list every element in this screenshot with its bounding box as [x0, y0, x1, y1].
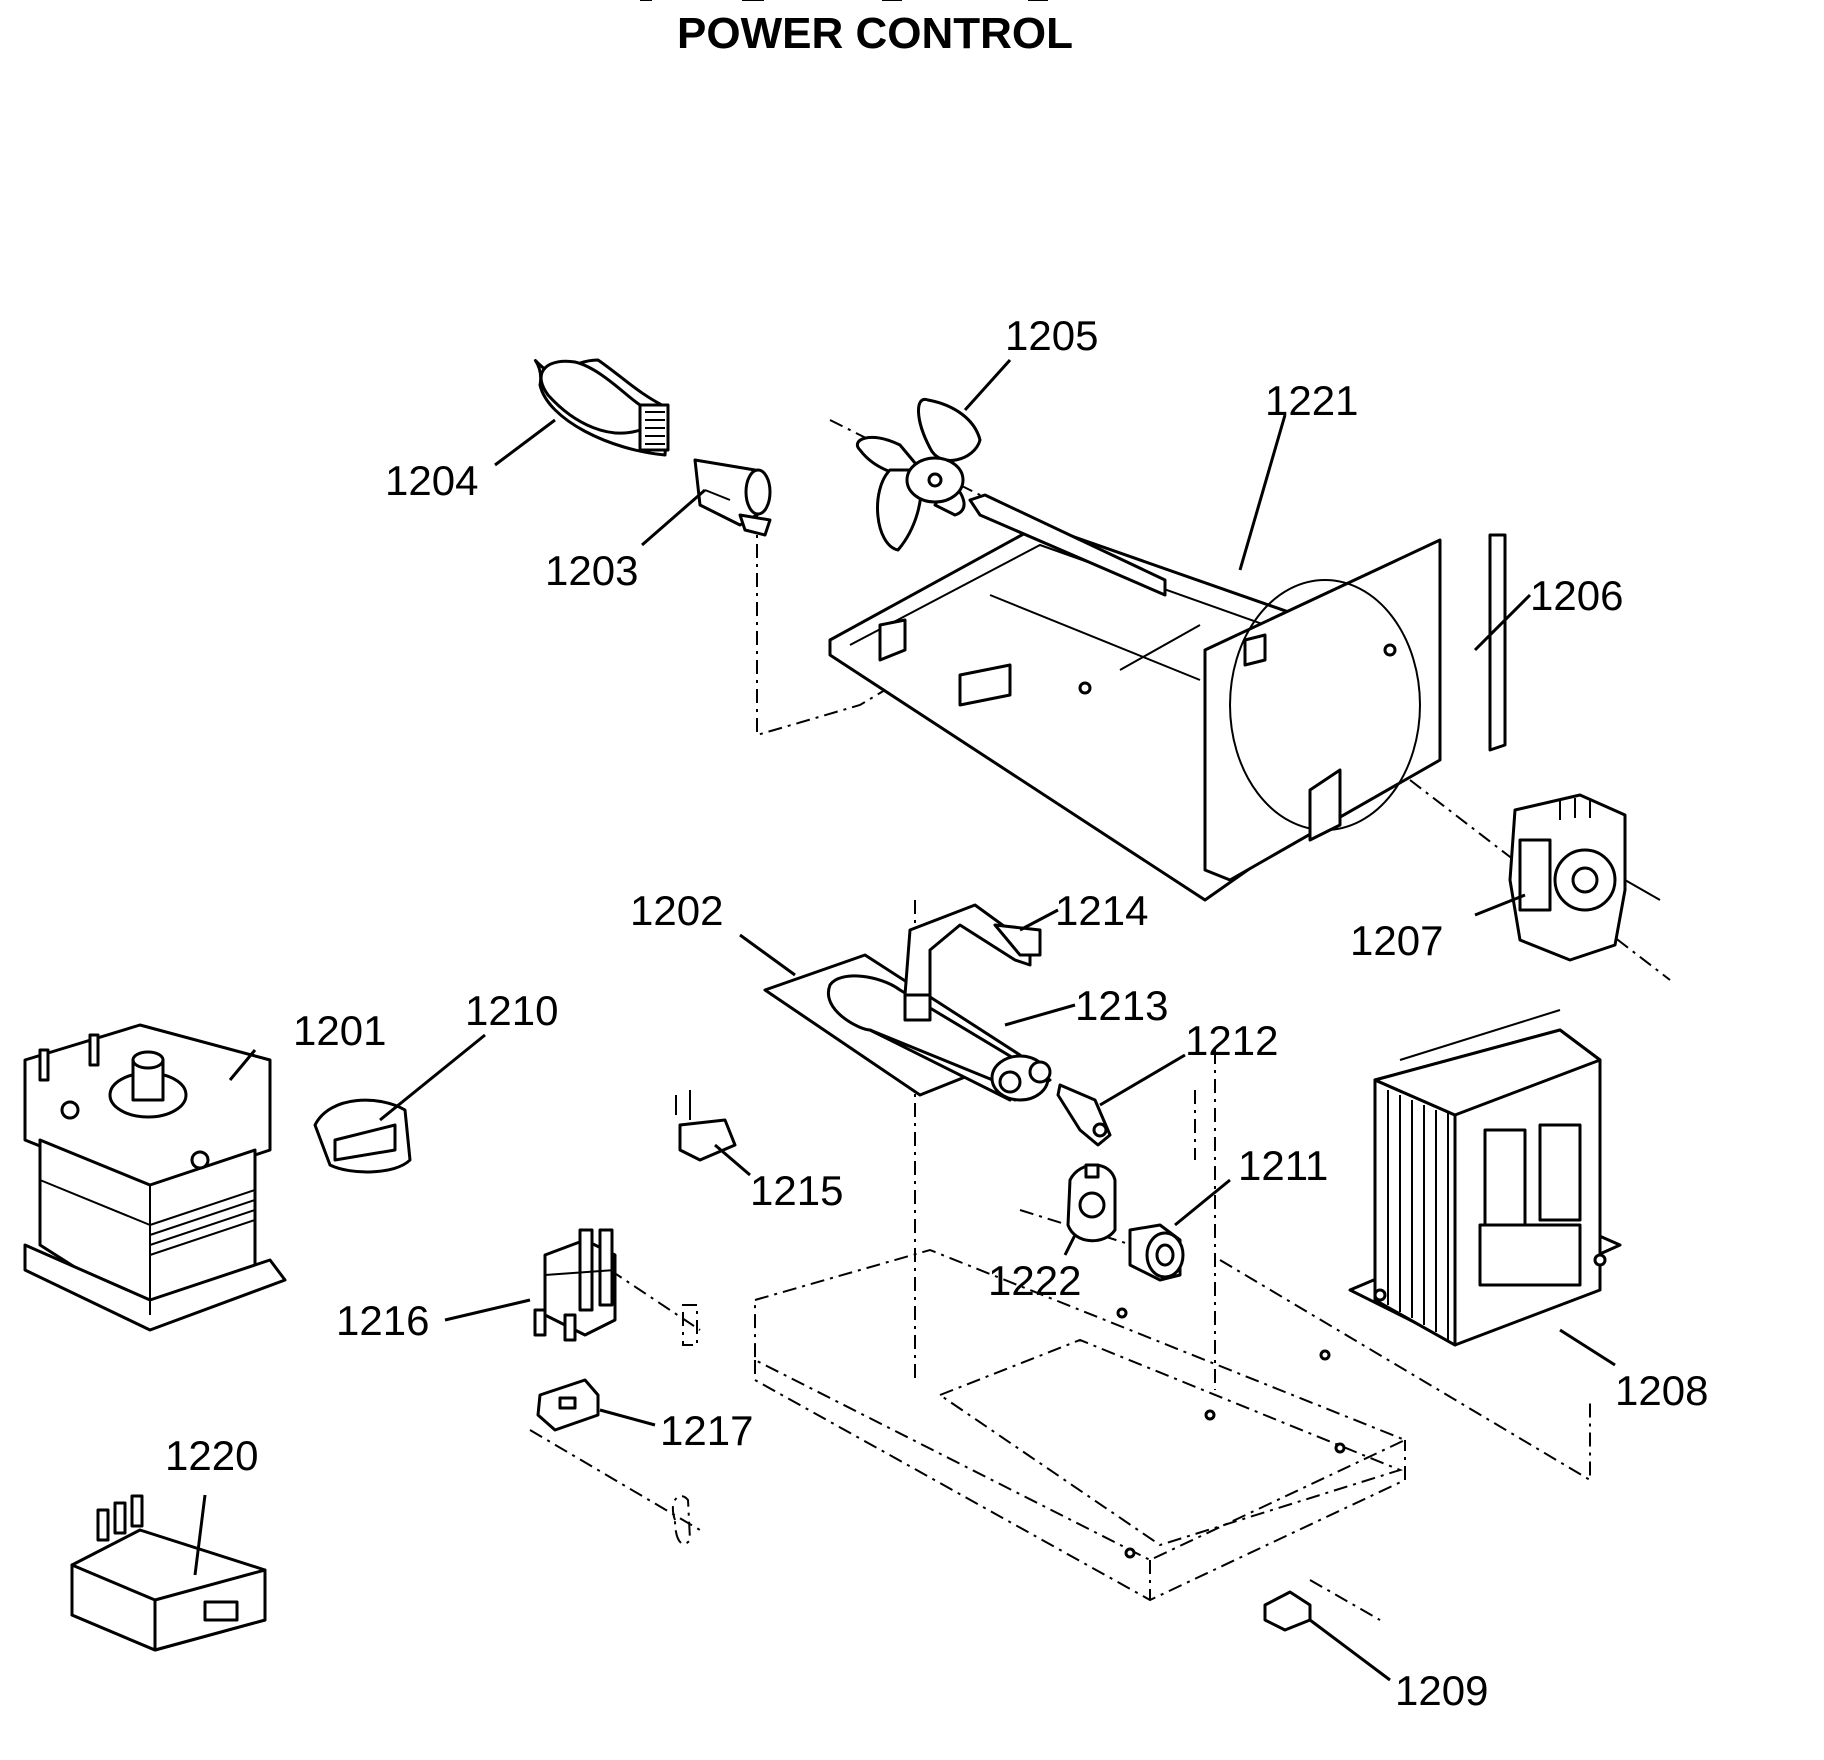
fuse [1128, 1223, 1185, 1282]
callout-1213: 1213 [1075, 982, 1168, 1029]
magnetron [23, 1023, 287, 1332]
callout-1209: 1209 [1395, 1667, 1488, 1714]
interlock-switch-bracket [533, 1228, 617, 1342]
callout-1221: 1221 [1265, 377, 1358, 424]
micro-switch [536, 1378, 600, 1432]
diode-holder [1066, 1163, 1117, 1243]
switch-clip [675, 1090, 737, 1162]
dashed-fasteners [671, 1304, 698, 1545]
callout-1220: 1220 [165, 1432, 258, 1479]
callout-1207: 1207 [1350, 917, 1443, 964]
capacitor-clip [1056, 1083, 1112, 1147]
callout-1202: 1202 [630, 887, 723, 934]
small-connector [1263, 1590, 1312, 1632]
base-plate-outline [754, 1248, 1408, 1602]
callout-labels: 1204 1203 1205 1221 1206 1207 1202 1214 … [165, 312, 1708, 1714]
callout-1210: 1210 [465, 987, 558, 1034]
high-voltage-capacitor [763, 903, 1052, 1102]
callout-1216: 1216 [336, 1297, 429, 1344]
high-voltage-transformer [1348, 1009, 1622, 1347]
fan-duct-frame [828, 493, 1507, 902]
callout-1201: 1201 [293, 1007, 386, 1054]
callout-1217: 1217 [660, 1407, 753, 1454]
callout-1214: 1214 [1055, 887, 1148, 934]
callout-1212: 1212 [1185, 1017, 1278, 1064]
control-module [70, 1494, 267, 1652]
callout-1222: 1222 [988, 1257, 1081, 1304]
callout-1208: 1208 [1615, 1367, 1708, 1414]
magnetron-gasket [313, 1098, 412, 1174]
page-title: POWER CONTROL [677, 9, 1073, 58]
fan-blade [856, 397, 982, 552]
callout-1203: 1203 [545, 547, 638, 594]
callout-1204: 1204 [385, 457, 478, 504]
lamp-socket [693, 458, 772, 537]
light-bulb [533, 358, 670, 457]
callout-1215: 1215 [750, 1167, 843, 1214]
callout-1205: 1205 [1005, 312, 1098, 359]
callout-1206: 1206 [1530, 572, 1623, 619]
fan-motor [1508, 793, 1661, 962]
callout-1211: 1211 [1238, 1142, 1328, 1189]
leader-lines [193, 358, 1616, 1682]
